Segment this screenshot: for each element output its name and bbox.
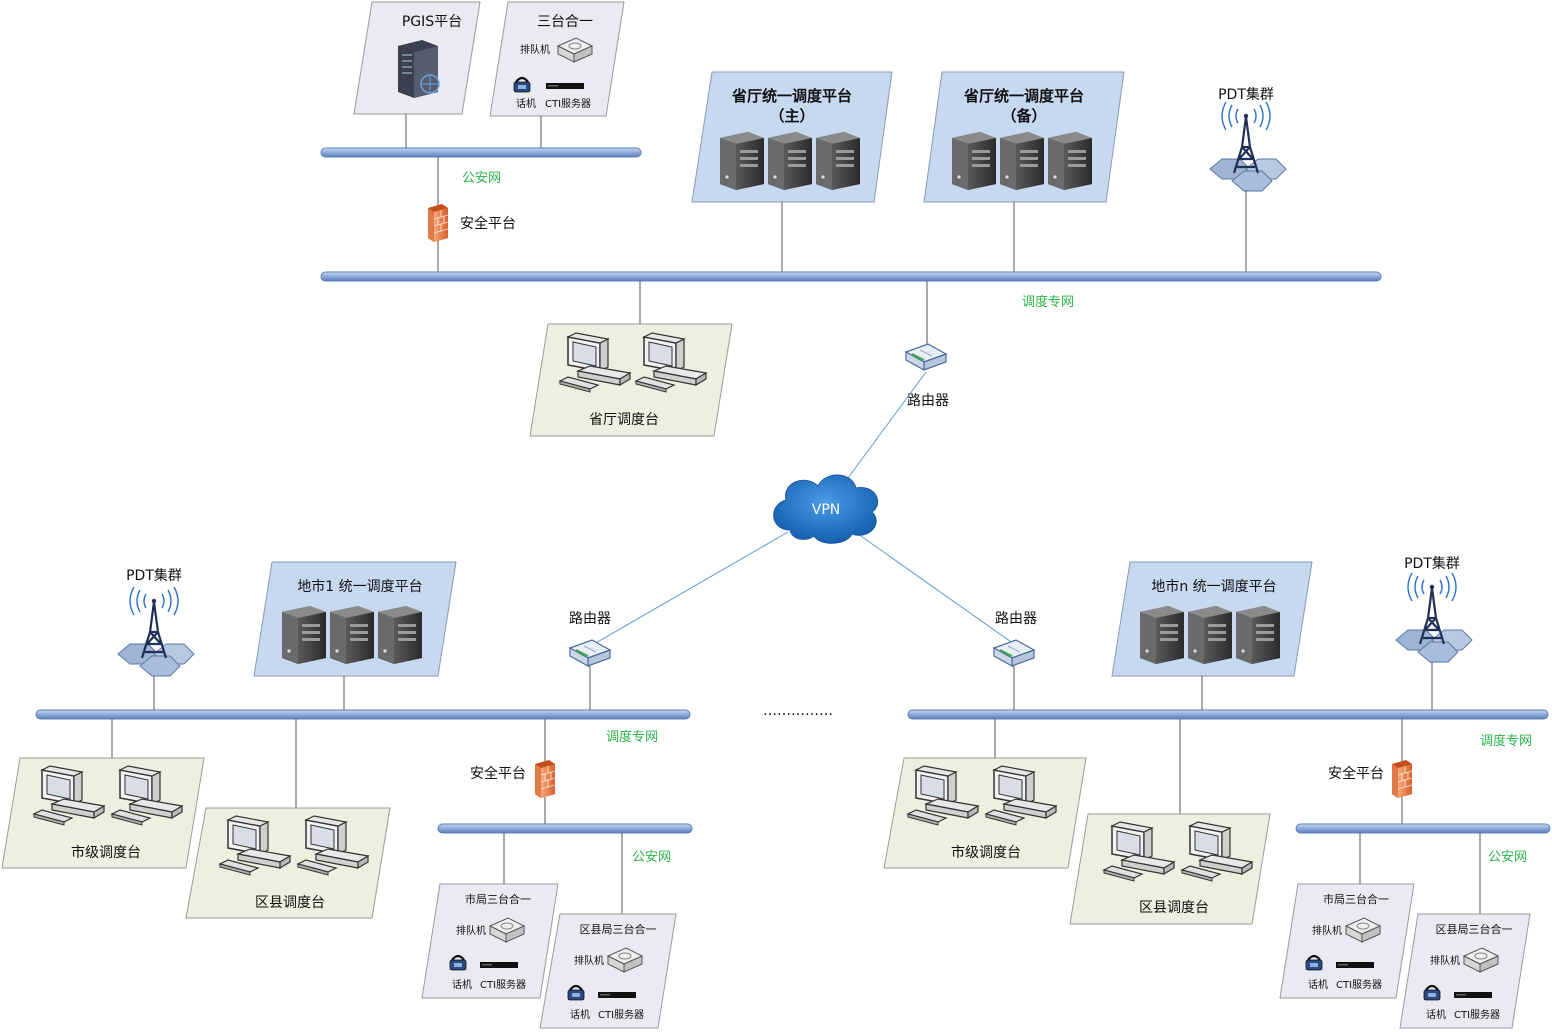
- city-console-label-right: 市级调度台: [951, 844, 1021, 861]
- pgis-label: PGIS平台: [402, 14, 462, 30]
- cityn-platform: 地市n 统一调度平台: [1111, 561, 1313, 677]
- public-net-bus-right: [1295, 823, 1551, 834]
- cti-server-icon: [1336, 962, 1374, 968]
- server-icon: [282, 606, 326, 664]
- three-in-one-label: 三台合一: [537, 14, 593, 30]
- county-console-left: 区县调度台: [185, 807, 391, 919]
- city-bureau-three-left: 市局三台合一 排队机 话机 CTI服务器: [421, 883, 559, 999]
- pgis-platform: PGIS平台: [353, 1, 481, 115]
- city1-platform-label: 地市1 统一调度平台: [297, 578, 422, 595]
- firewall-icon: [534, 759, 556, 799]
- public-net-label-top: 公安网: [462, 171, 501, 186]
- radio-tower-icon: [1208, 100, 1288, 193]
- province-backup-title: 省厅统一调度平台: [963, 87, 1084, 105]
- cti-server-icon: [480, 962, 518, 968]
- province-main-title: 省厅统一调度平台: [731, 87, 852, 105]
- public-net-label-right: 公安网: [1488, 850, 1527, 865]
- security-platform-label-right: 安全平台: [1328, 765, 1384, 782]
- server-icon: [816, 132, 860, 190]
- province-main-sub: （主）: [769, 107, 814, 125]
- server-icon: [1140, 606, 1184, 664]
- city-console-right: 市级调度台: [883, 757, 1087, 869]
- queue-machine-label: 排队机: [456, 924, 486, 937]
- pdt-label-right: PDT集群: [1404, 555, 1460, 572]
- queue-machine-label: 排队机: [1430, 954, 1460, 967]
- server-icon: [952, 132, 996, 190]
- cti-server-icon: [546, 83, 584, 89]
- pdt-label-left: PDT集群: [126, 567, 182, 584]
- province-console: 省厅调度台: [529, 323, 733, 437]
- dispatch-net-label-top: 调度专网: [1022, 294, 1074, 310]
- dispatch-net-label-left: 调度专网: [606, 729, 658, 745]
- security-platform-label-left: 安全平台: [470, 765, 526, 782]
- phone-label: 话机: [516, 97, 536, 110]
- county-bureau-three-left: 区县局三台合一 排队机 话机 CTI服务器: [539, 913, 677, 1029]
- server-icon: [1236, 606, 1280, 664]
- queue-machine-label: 排队机: [1312, 924, 1342, 937]
- router-label-left: 路由器: [569, 611, 611, 627]
- security-platform-label-top: 安全平台: [460, 215, 516, 232]
- county-console-label-left: 区县调度台: [255, 895, 325, 911]
- phone-label: 话机: [1426, 1008, 1446, 1021]
- cti-server-icon: [598, 992, 636, 998]
- cityn-platform-label: 地市n 统一调度平台: [1151, 578, 1276, 595]
- firewall-icon: [427, 203, 449, 243]
- city-bureau-label: 市局三台合一: [1323, 892, 1389, 906]
- vpn-cloud: VPN: [773, 474, 878, 544]
- server-icon: [1188, 606, 1232, 664]
- server-icon: [378, 606, 422, 664]
- phone-label: 话机: [570, 1008, 590, 1021]
- dispatch-net-label-right: 调度专网: [1480, 733, 1532, 749]
- public-net-bus-top: [320, 147, 642, 158]
- province-platform-backup: 省厅统一调度平台 （备）: [923, 71, 1125, 203]
- cti-label: CTI服务器: [480, 978, 526, 991]
- phone-label: 话机: [452, 978, 472, 991]
- public-net-bus-left: [437, 823, 693, 834]
- dispatch-net-bus-left: [35, 709, 691, 720]
- three-in-one-top: 三台合一 排队机 话机 CTI服务器: [489, 1, 625, 117]
- queue-machine-label: 排队机: [520, 43, 550, 56]
- county-bureau-label: 区县局三台合一: [580, 922, 657, 936]
- dispatch-net-bus-top: [320, 271, 1382, 282]
- radio-tower-icon: [116, 585, 196, 678]
- queue-machine-label: 排队机: [574, 954, 604, 967]
- county-bureau-label: 区县局三台合一: [1436, 922, 1513, 936]
- cti-server-icon: [1454, 992, 1492, 998]
- cti-label: CTI服务器: [598, 1008, 644, 1021]
- city1-platform: 地市1 统一调度平台: [253, 561, 457, 677]
- cti-label: CTI服务器: [545, 97, 591, 110]
- router-icon: [905, 343, 947, 371]
- province-console-label: 省厅调度台: [589, 412, 659, 428]
- city-console-left: 市级调度台: [1, 757, 205, 869]
- province-backup-sub: （备）: [1001, 107, 1046, 125]
- ellipsis-separator: ……………: [763, 703, 833, 719]
- pdt-label-top: PDT集群: [1218, 86, 1274, 103]
- router-label-right: 路由器: [995, 611, 1037, 627]
- city-bureau-three-right: 市局三台合一 排队机 话机 CTI服务器: [1279, 883, 1415, 999]
- city-bureau-label: 市局三台合一: [465, 892, 531, 906]
- server-icon: [768, 132, 812, 190]
- cti-label: CTI服务器: [1454, 1008, 1500, 1021]
- county-console-right: 区县调度台: [1069, 813, 1271, 925]
- router-icon: [569, 639, 611, 667]
- vpn-label: VPN: [812, 502, 841, 518]
- public-net-label-left: 公安网: [632, 850, 671, 865]
- dispatch-net-bus-right: [907, 709, 1549, 720]
- server-icon: [398, 40, 440, 98]
- firewall-icon: [1391, 759, 1413, 799]
- county-console-label-right: 区县调度台: [1139, 900, 1209, 916]
- city-console-label-left: 市级调度台: [71, 844, 141, 861]
- server-icon: [330, 606, 374, 664]
- server-icon: [1048, 132, 1092, 190]
- router-label-top: 路由器: [907, 393, 949, 409]
- radio-tower-icon: [1394, 571, 1474, 664]
- server-icon: [1000, 132, 1044, 190]
- phone-label: 话机: [1308, 978, 1328, 991]
- cti-label: CTI服务器: [1336, 978, 1382, 991]
- server-icon: [720, 132, 764, 190]
- province-platform-main: 省厅统一调度平台 （主）: [691, 71, 893, 203]
- router-icon: [993, 639, 1035, 667]
- county-bureau-three-right: 区县局三台合一 排队机 话机 CTI服务器: [1399, 913, 1531, 1029]
